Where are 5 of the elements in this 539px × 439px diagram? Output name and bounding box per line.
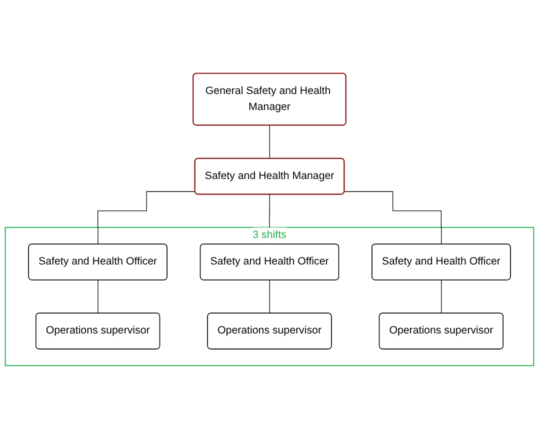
connector (344, 191, 442, 245)
connector (441, 280, 442, 314)
connector (97, 191, 196, 245)
connector (269, 125, 270, 160)
connector (269, 280, 270, 314)
